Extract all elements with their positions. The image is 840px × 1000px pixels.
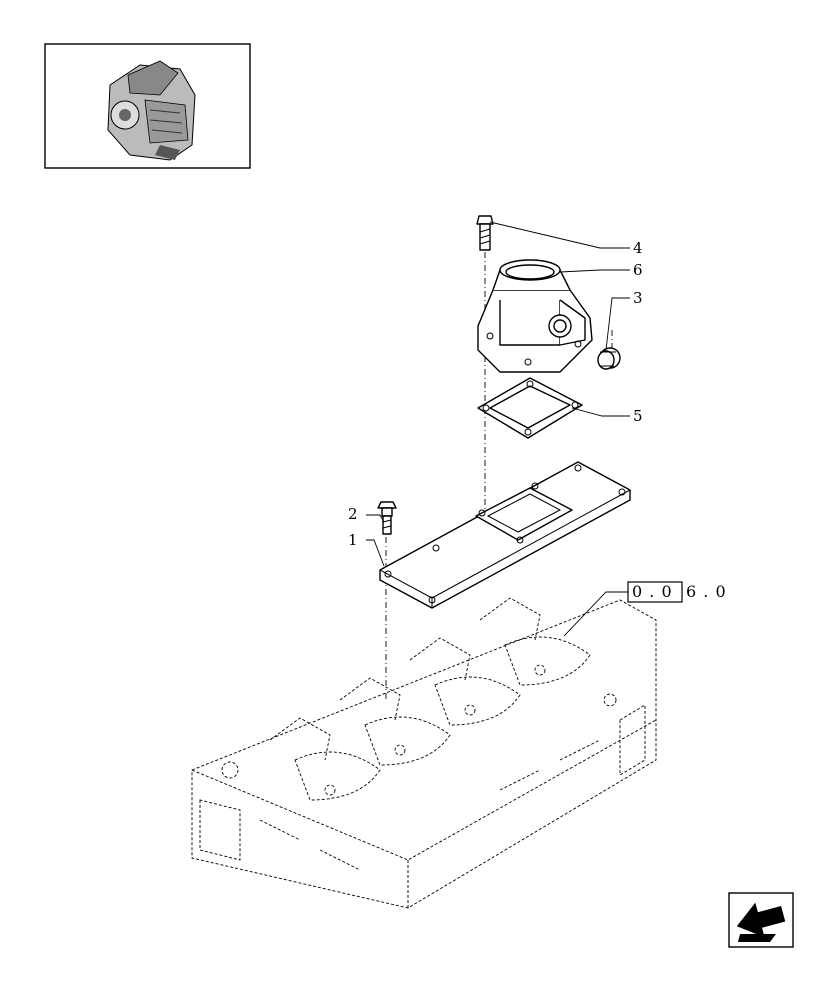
- cylinder-head-reference: [191, 597, 657, 909]
- part-2-screw: [377, 501, 397, 535]
- callout-2: 2: [348, 505, 358, 523]
- part-5-gasket: [477, 377, 583, 439]
- part-1-cover-plate: [379, 461, 631, 609]
- part-3-plug: [597, 347, 621, 370]
- reference-boxed-part: 0 . 0: [632, 582, 673, 601]
- callout-5: 5: [633, 407, 643, 425]
- engine-thumbnail[interactable]: [44, 43, 251, 169]
- part-4-bolt: [476, 215, 494, 251]
- callout-4: 4: [633, 239, 643, 257]
- reference-link[interactable]: 0 . 0 6 . 0: [627, 581, 727, 603]
- callout-3: 3: [633, 289, 643, 307]
- engine-thumbnail-icon: [107, 60, 196, 161]
- callout-6: 6: [633, 261, 643, 279]
- callout-1: 1: [348, 531, 358, 549]
- part-6-outlet-housing: [477, 259, 593, 373]
- reference-suffix: 6 . 0: [686, 582, 727, 601]
- previous-page-arrow-icon[interactable]: [728, 892, 794, 948]
